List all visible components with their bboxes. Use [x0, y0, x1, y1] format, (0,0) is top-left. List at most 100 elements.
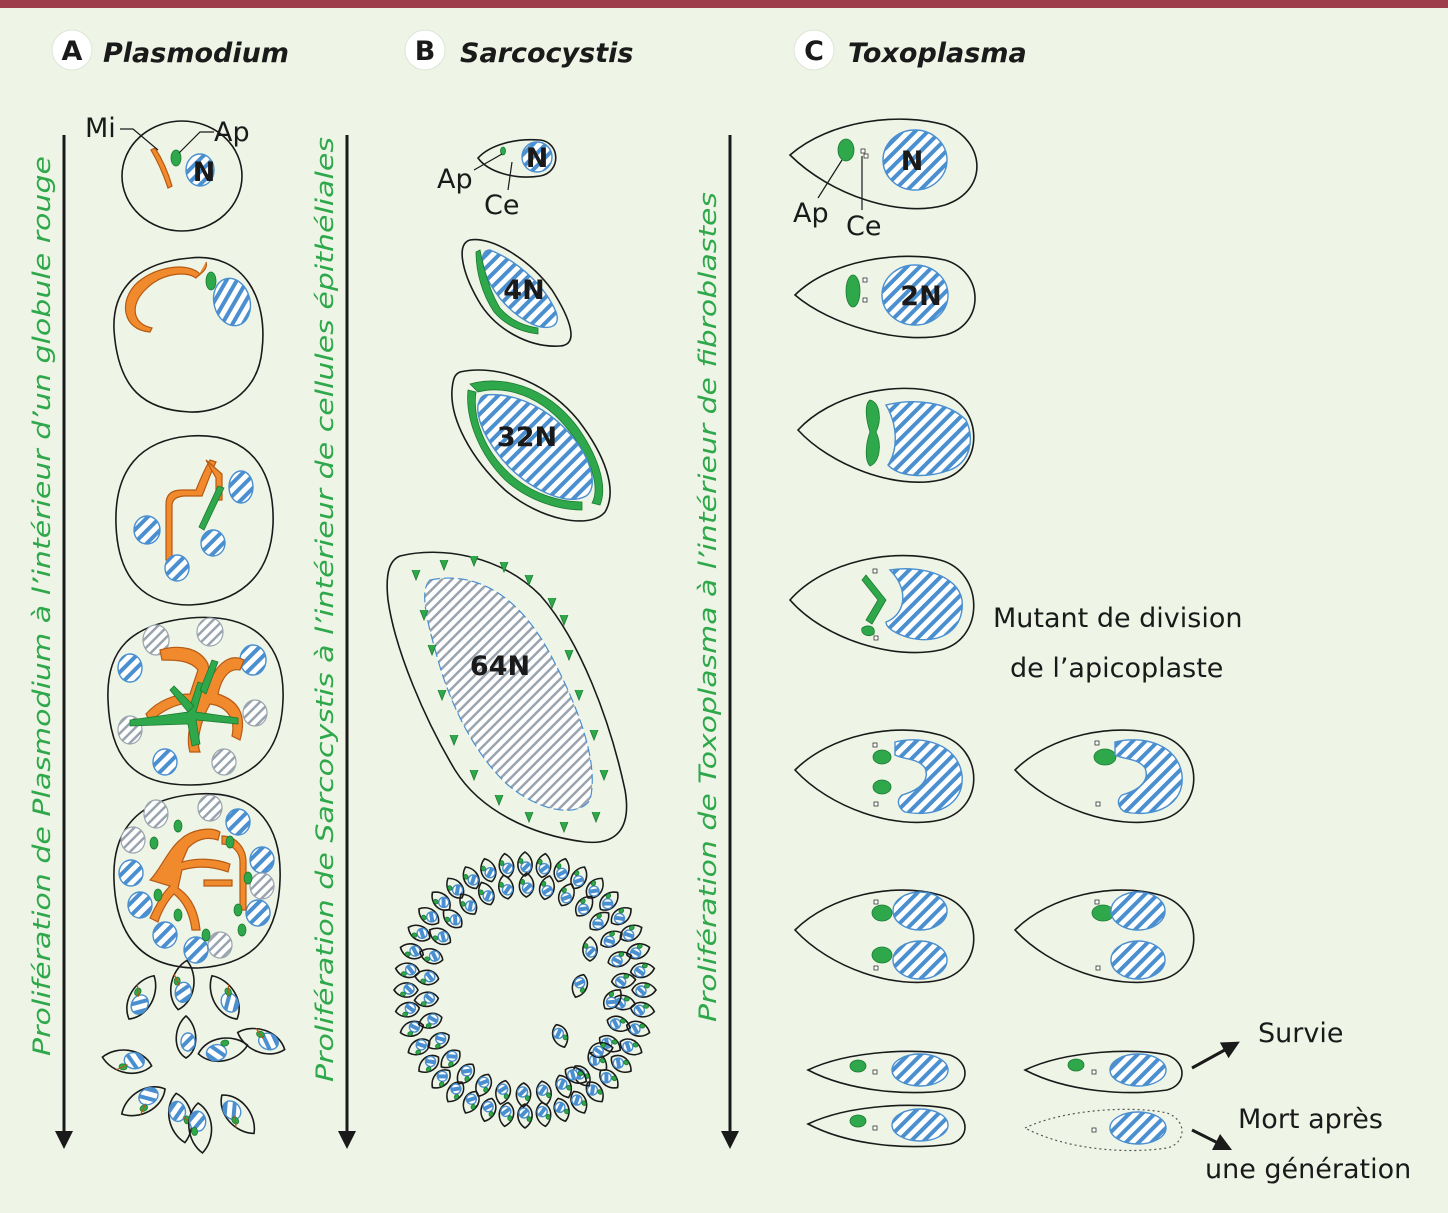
label-n-b: N — [526, 143, 549, 174]
sarcocystis-stage-3-32n: 32N — [451, 369, 611, 522]
mutant-label-line1: Mutant de division — [993, 603, 1242, 634]
sarcocystis-daughter-cell — [610, 907, 632, 926]
sarcocystis-daughter-cell — [535, 1080, 552, 1106]
axis-a-label: Prolifération de Plasmodium à l’intérieu… — [28, 156, 56, 1056]
toxoplasma-stage-6-mutant — [1013, 889, 1195, 984]
sarcocystis-daughter-cell — [442, 909, 463, 929]
sarcocystis-daughter-ring — [393, 851, 657, 1129]
panel-b-letter: B — [415, 36, 436, 67]
panel-c-letter: C — [804, 36, 824, 67]
sarcocystis-daughter-cell — [585, 1081, 604, 1103]
sarcocystis-daughter-cell — [427, 1032, 450, 1050]
toxoplasma-daughters-wt — [806, 1050, 966, 1148]
label-ce-c: Ce — [846, 211, 881, 242]
sarcocystis-daughter-cell — [571, 973, 589, 999]
sarcocystis-daughter-cell — [518, 872, 535, 898]
sarcocystis-daughter-cell — [607, 951, 633, 968]
plasmodium-stage-3 — [115, 435, 274, 606]
sarcocystis-daughter-cell — [585, 877, 604, 899]
sarcocystis-daughter-cell — [394, 1001, 421, 1018]
sarcocystis-daughter-cell — [557, 882, 575, 907]
sarcocystis-daughter-cell — [515, 1082, 532, 1108]
sarcocystis-daughter-cell — [446, 877, 465, 899]
label-n-c: N — [901, 146, 924, 177]
sarcocystis-daughter-cell — [517, 1103, 533, 1129]
mort-label-line2: une génération — [1205, 1154, 1411, 1185]
sarcocystis-stage-1: N Ap Ce — [437, 138, 557, 221]
sarcocystis-daughter-cell — [478, 881, 495, 906]
panel-b-header: B Sarcocystis — [404, 29, 633, 71]
panel-b-title: Sarcocystis — [460, 38, 633, 69]
mort-arrow — [1191, 1128, 1233, 1151]
sarcocystis-daughter-cell — [419, 948, 444, 965]
sarcocystis-daughter-cell — [551, 1023, 569, 1049]
sarcocystis-daughter-cell — [629, 962, 656, 979]
sarcocystis-daughter-cell — [459, 893, 478, 915]
sarcocystis-daughter-cell — [440, 1049, 461, 1069]
sarcocystis-daughter-cell — [575, 895, 594, 917]
sarcocystis-daughter-cell — [431, 1069, 451, 1089]
sarcocystis-daughter-cell — [582, 936, 598, 962]
toxoplasma-stage-5-wt — [793, 729, 975, 824]
sarcocystis-daughter-cell — [517, 851, 533, 877]
sarcocystis-daughter-cell — [394, 962, 421, 979]
sarcocystis-daughter-cell — [462, 1090, 480, 1114]
sarcocystis-daughter-cell — [393, 982, 419, 998]
sarcocystis-daughter-cell — [480, 857, 497, 883]
toxoplasma-daughters-mutant — [1023, 1050, 1183, 1152]
label-4n: 4N — [503, 275, 544, 306]
sarcocystis-daughter-cell — [407, 924, 431, 942]
label-n-a: N — [193, 157, 216, 188]
sarcocystis-daughter-cell — [589, 911, 610, 931]
sarcocystis-daughter-cell — [538, 874, 555, 901]
label-ap-c: Ap — [793, 198, 829, 229]
sarcocystis-daughter-cell — [606, 1015, 631, 1032]
sarcocystis-daughter-cell — [462, 866, 480, 890]
sarcocystis-daughter-cell — [498, 874, 515, 900]
sarcocystis-daughter-cell — [603, 989, 622, 1010]
toxoplasma-stage-1: N Ap Ce — [788, 118, 978, 242]
sarcocystis-daughter-cell — [407, 1038, 431, 1056]
sarcocystis-daughter-cell — [428, 927, 452, 946]
mort-label-line1: Mort après — [1238, 1104, 1383, 1135]
axis-a: Prolifération de Plasmodium à l’intérieu… — [28, 135, 73, 1149]
sarcocystis-daughter-cell — [610, 1054, 632, 1073]
toxoplasma-stage-6-wt — [793, 889, 975, 984]
mutant-label-line2: de l’apicoplaste — [1010, 653, 1223, 684]
sarcocystis-daughter-cell — [498, 1101, 515, 1128]
sarcocystis-daughter-cell — [535, 1101, 552, 1128]
sarcocystis-daughter-cell — [619, 924, 643, 942]
sarcocystis-daughter-cell — [480, 1097, 497, 1123]
sarcocystis-daughter-cell — [413, 991, 440, 1008]
toxoplasma-stage-2-2n: 2N — [793, 255, 976, 339]
label-ap-a: Ap — [214, 117, 250, 148]
sarcocystis-daughter-cell — [399, 1020, 425, 1037]
plasmodium-stage-4 — [107, 616, 284, 786]
sarcocystis-daughter-cell — [619, 1038, 643, 1056]
plasmodium-stage-1: N Mi Ap — [85, 113, 250, 232]
sarcocystis-daughter-cell — [610, 972, 637, 989]
axis-c-label: Prolifération de Toxoplasma à l’intérieu… — [694, 192, 722, 1022]
label-mi: Mi — [85, 113, 116, 144]
sarcocystis-daughter-cell — [553, 857, 570, 883]
label-ap-b: Ap — [437, 164, 473, 195]
label-2n: 2N — [900, 281, 941, 312]
panel-c-title: Toxoplasma — [848, 38, 1027, 69]
label-32n: 32N — [497, 422, 557, 453]
sarcocystis-daughter-cell — [625, 943, 651, 960]
survie-arrow — [1191, 1041, 1240, 1070]
toxoplasma-stage-4 — [788, 554, 975, 654]
sarcocystis-stage-2-4n: 4N — [461, 238, 572, 347]
sarcocystis-daughter-cell — [631, 982, 657, 998]
label-64n: 64N — [470, 651, 530, 682]
plasmodium-stage-2 — [113, 256, 264, 413]
toxoplasma-stage-3 — [796, 387, 975, 484]
sarcocystis-daughter-cell — [498, 852, 515, 879]
sarcocystis-daughter-cell — [535, 852, 552, 879]
sarcocystis-daughter-cell — [413, 969, 440, 986]
sarcocystis-daughter-cell — [629, 1001, 656, 1018]
toxoplasma-stage-5-mutant — [1013, 729, 1195, 824]
top-banner — [0, 0, 1448, 8]
sarcocystis-daughter-cell — [495, 1079, 512, 1106]
